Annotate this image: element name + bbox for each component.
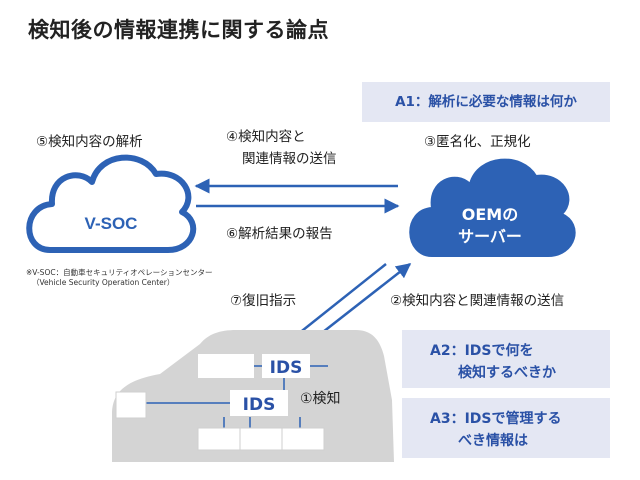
step-2-label: ②検知内容と関連情報の送信 <box>390 293 565 309</box>
step-6-label: ⑥解析結果の報告 <box>226 226 333 242</box>
question-a3-line-1: A3：IDSで管理する <box>430 411 562 427</box>
question-a2-box: A2：IDSで何を 検知するべきか <box>402 330 610 388</box>
question-a2-line-1: A2：IDSで何を <box>430 343 534 359</box>
step-3-label: ③匿名化、正規化 <box>424 134 531 150</box>
ecu-box <box>115 391 147 419</box>
step-7-label: ⑦復旧指示 <box>230 293 297 309</box>
step-5-label: ⑤検知内容の解析 <box>36 134 143 150</box>
vsoc-footnote: ※V-SOC：自動車セキュリティオペレーションセンター （Vehicle Sec… <box>26 268 212 288</box>
question-a2-line-2: 検知するべきか <box>458 365 556 381</box>
vsoc-cloud-icon: V-SOC <box>26 154 197 253</box>
oem-label-line-1: OEMの <box>462 205 518 224</box>
oem-label-line-2: サーバー <box>458 227 522 246</box>
step-4-label: ④検知内容と 関連情報の送信 <box>226 126 337 170</box>
oem-cloud-icon: OEMの サーバー <box>409 158 576 257</box>
ecu-box <box>281 427 325 451</box>
ecu-box <box>239 427 283 451</box>
footnote-line-1: ※V-SOC：自動車セキュリティオペレーションセンター <box>26 268 213 277</box>
question-a3-box: A3：IDSで管理する べき情報は <box>402 398 610 458</box>
question-a3-line-2: べき情報は <box>458 433 528 449</box>
step-4-line-2: 関連情報の送信 <box>242 151 337 167</box>
ids-label-top: IDS <box>270 358 303 378</box>
in-vehicle-network: IDS IDS <box>115 354 328 451</box>
vsoc-label: V-SOC <box>85 214 138 233</box>
step-4-line-1: ④検知内容と <box>226 129 306 145</box>
ids-box-top <box>262 354 310 378</box>
page-title: 検知後の情報連携に関する論点 <box>28 18 329 42</box>
ids-label-middle: IDS <box>243 395 276 415</box>
step-1-label: ①検知 <box>300 390 341 407</box>
ids-box-middle <box>230 390 288 416</box>
ecu-box <box>198 354 254 378</box>
footnote-line-2: （Vehicle Security Operation Center） <box>32 278 175 287</box>
ecu-box <box>197 427 241 451</box>
question-a1-box: A1：解析に必要な情報は何か <box>362 82 610 122</box>
